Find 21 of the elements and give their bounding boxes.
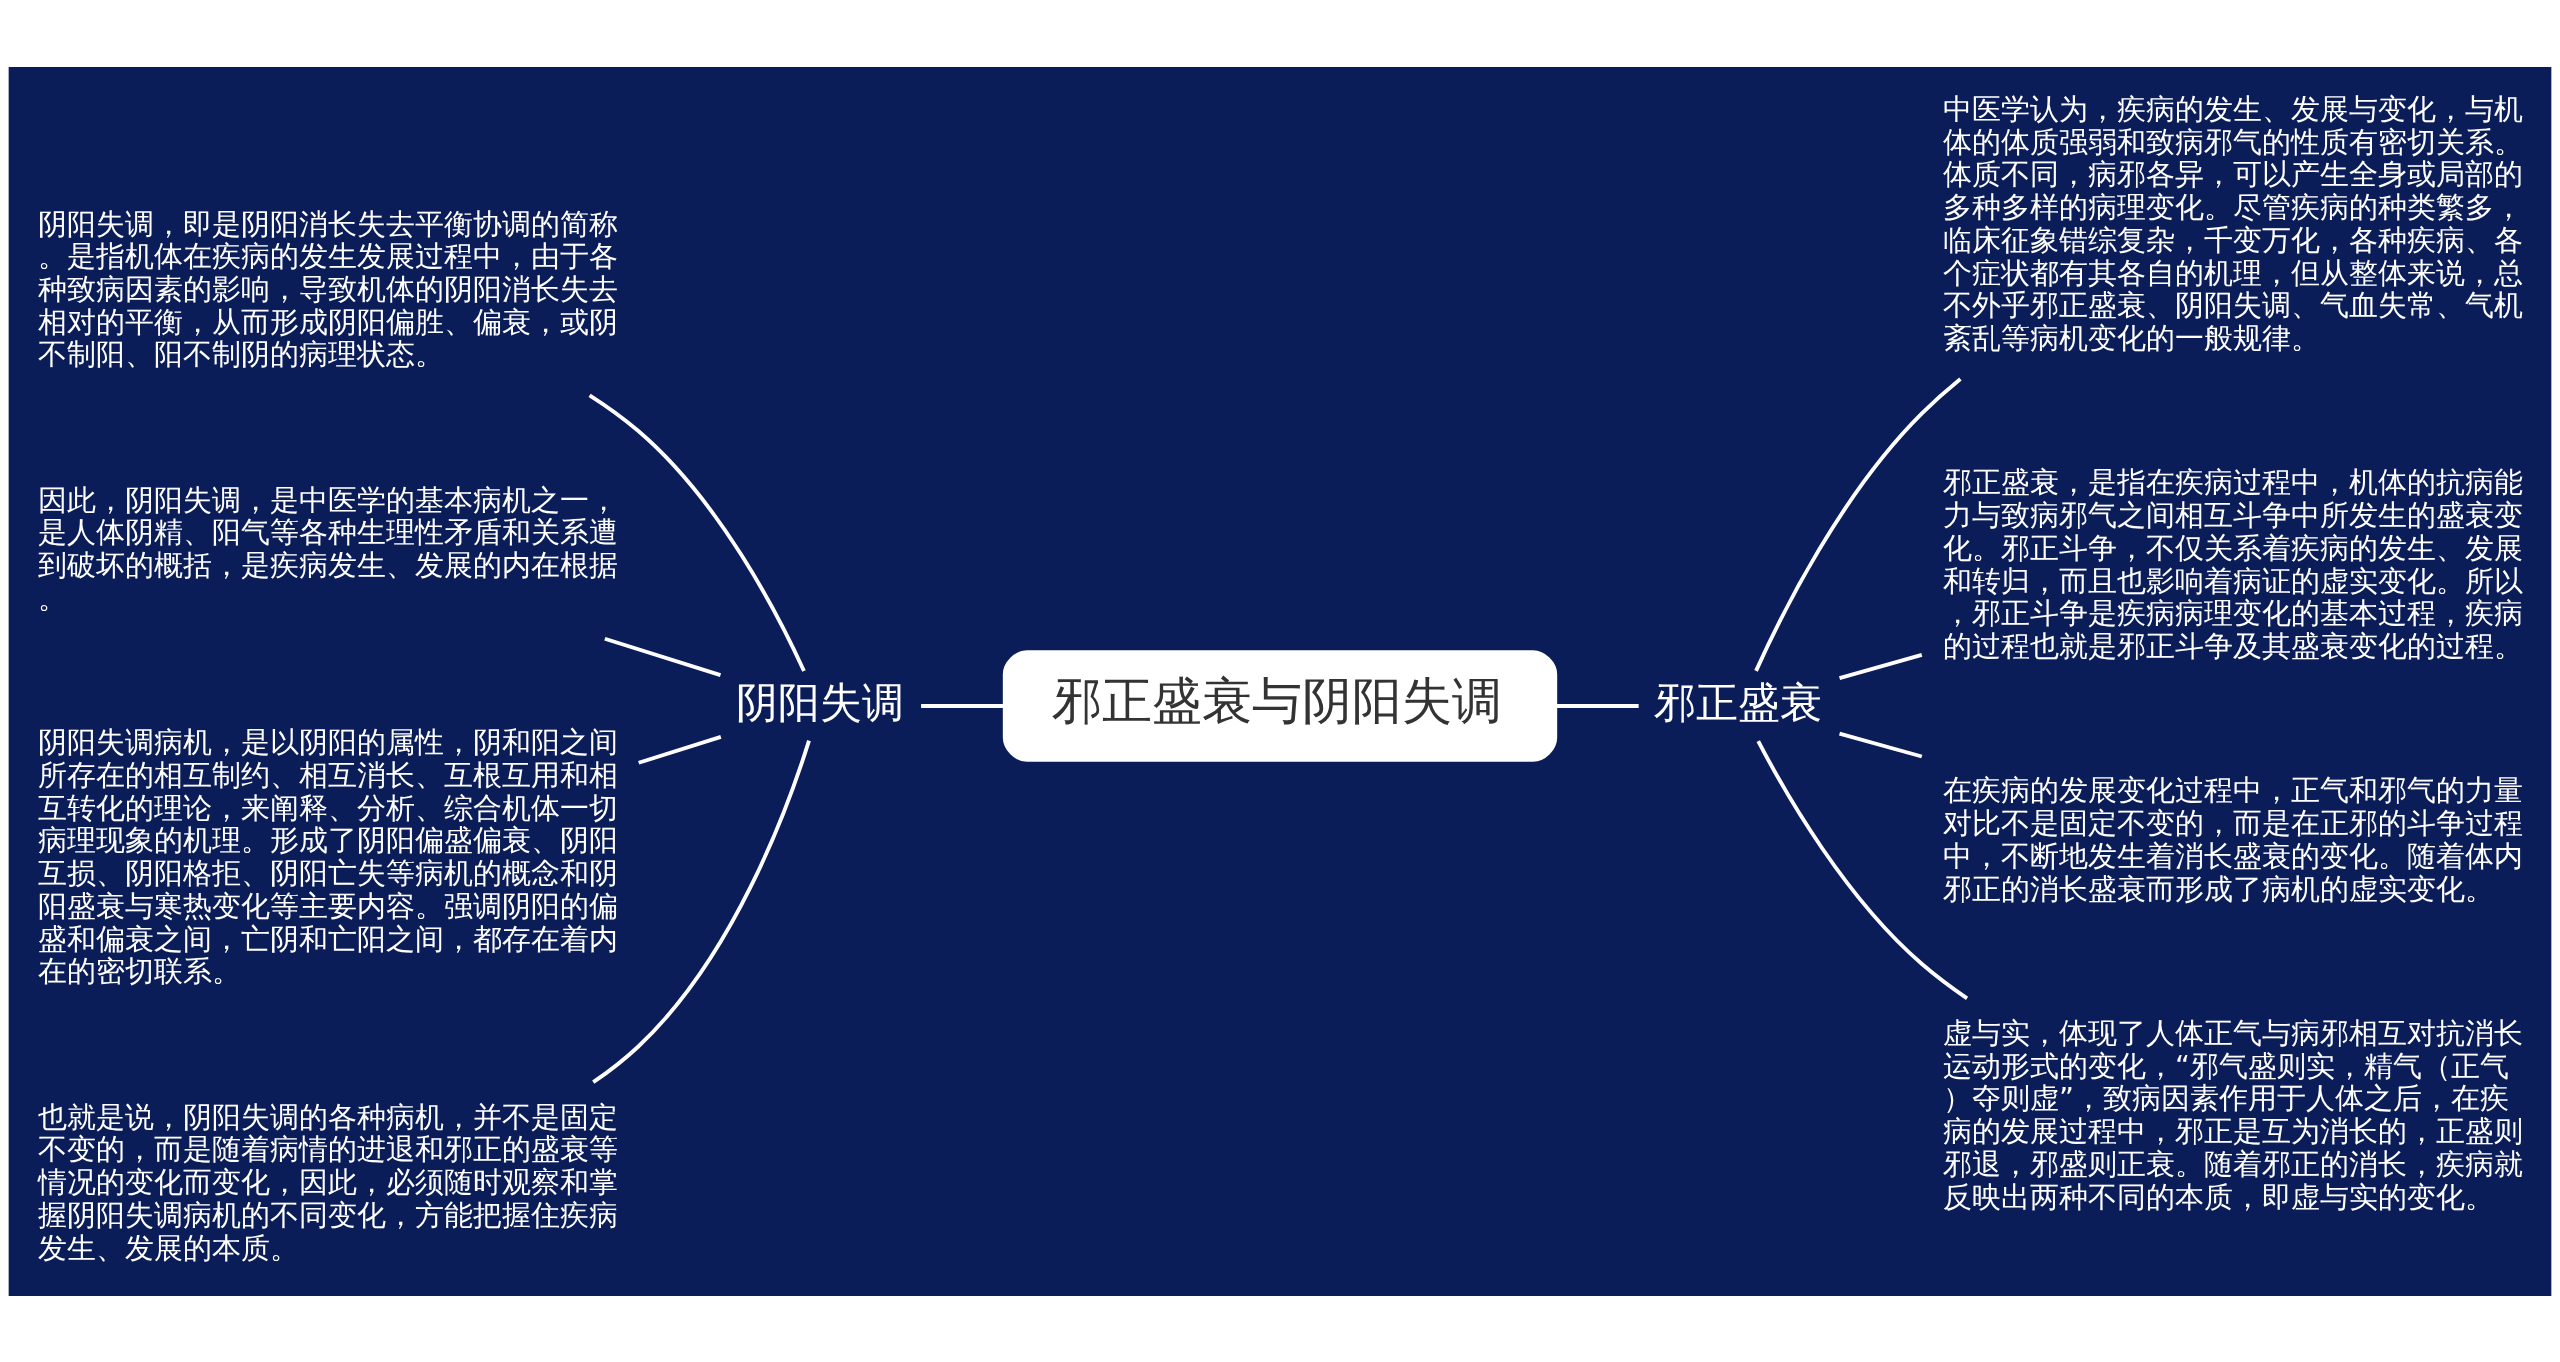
connector: [1754, 377, 1962, 672]
connector: [1839, 652, 1923, 680]
node-text: 虚与实，体现了人体正气与病邪相互对抗消长运动形式的变化，“邪气盛则实，精气（正气）夺则虚”，致病因素作用于人体之后，在疾病的发展过程中，邪正是互为消长的，正盛则邪退，邪盛则正衰。随着邪正的消长，疾病就反映出两种不同的本质，即虚与实的变化。: [1943, 1015, 2524, 1213]
node-text: 阴阳失调，即是阴阳消长失去平衡协调的简称。是指机体在疾病的发生发展过程中，由于各种致病因素的影响，导致机体的阴阳消长失去相对的平衡，从而形成阴阳偏胜、偏衰，或阴不制阳、阳不制阴的病理状态。: [37, 206, 618, 371]
node-text: 也就是说，阴阳失调的各种病机，并不是固定不变的，而是随着病情的进退和邪正的盛衰等情况的变化而变化，因此，必须随时观察和掌握阴阳失调病机的不同变化，方能把握住疾病发生、发展的本质。: [37, 1099, 618, 1264]
node-text: 因此，阴阳失调，是中医学的基本病机之一，是人体阴精、阳气等各种生理性矛盾和关系遭到破坏的概括，是疾病发生、发展的内在根据。: [37, 482, 618, 615]
connector: [1756, 739, 1969, 1000]
node-text: 在疾病的发展变化过程中，正气和邪气的力量对比不是固定不变的，而是在正邪的斗争过程中，不断地发生着消长盛衰的变化。随着体内邪正的消长盛衰而形成了病机的虚实变化。: [1943, 772, 2524, 906]
connector: [1839, 731, 1923, 758]
connector: [592, 739, 811, 1084]
node-box: 邪正盛衰与阴阳失调: [1002, 649, 1558, 762]
node-text: 阴阳失调: [736, 677, 905, 727]
connector: [604, 636, 722, 677]
node-text: 邪正盛衰，是指在疾病过程中，机体的抗病能力与致病邪气之间相互斗争中所发生的盛衰变化。邪正斗争，不仅关系着疾病的发生、发展和转归，而且也影响着病证的虚实变化。所以，邪正斗争是疾病病理变化的基本过程，疾病的过程也就是邪正斗争及其盛衰变化的过程。: [1943, 464, 2524, 663]
connector: [1556, 703, 1639, 708]
node-text: 阴阳失调病机，是以阴阳的属性，阴和阳之间所存在的相互制约、相互消长、互根互用和相互转化的理论，来阐释、分析、综合机体一切病理现象的机理。形成了阴阳偏盛偏衰、阴阳互损、阴阳格拒、阴阳亡失等病机的概念和阴阳盛衰与寒热变化等主要内容。强调阴阳的偏盛和偏衰之间，亡阴和亡阳之间，都存在着内在的密切联系。: [37, 724, 618, 988]
node-text: 中医学认为，疾病的发生、发展与变化，与机体的体质强弱和致病邪气的性质有密切关系。体质不同，病邪各异，可以产生全身或局部的多种多样的病理变化。尽管疾病的种类繁多，临床征象错综复杂，千变万化，各种疾病、各个症状都有其各自的机理，但从整体来说，总不外乎邪正盛衰、阴阳失调、气血失常、气机紊乱等病机变化的一般规律。: [1943, 91, 2524, 355]
connector: [921, 703, 1004, 708]
connector: [638, 734, 722, 765]
node-text: 邪正盛衰: [1654, 677, 1823, 727]
connector: [588, 393, 806, 672]
